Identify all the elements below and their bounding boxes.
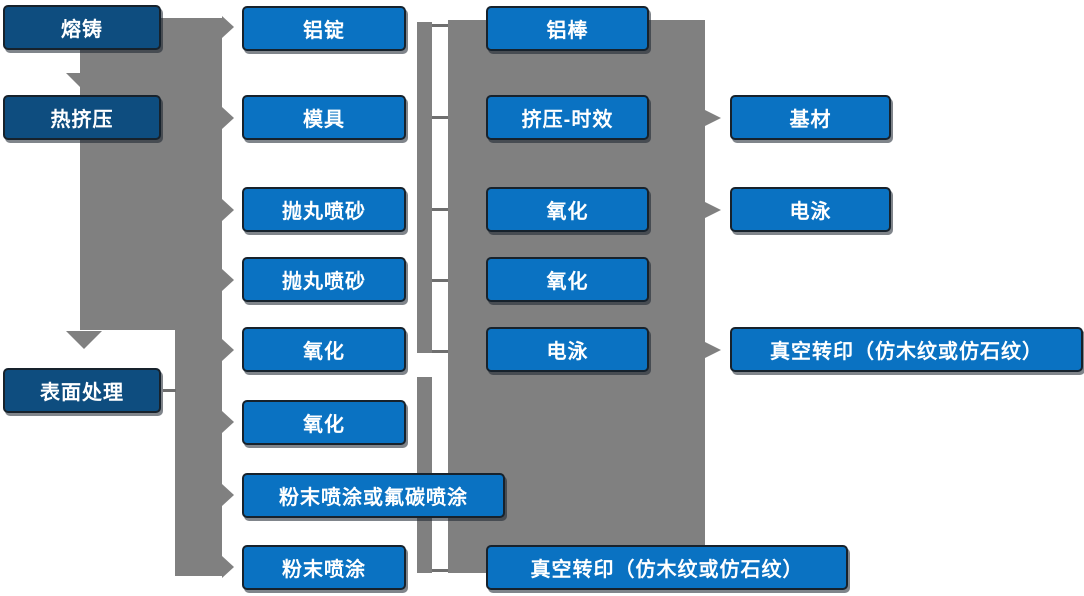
- flow-connector-line: [432, 24, 448, 27]
- flow-node-shot-blasting-2: 抛丸喷砂: [242, 257, 406, 302]
- flow-node-aluminum-rod: 铝棒: [486, 6, 649, 51]
- arrow-right-icon: [222, 411, 234, 433]
- flow-node-substrate: 基材: [730, 95, 891, 140]
- flow-node-shot-blasting-1: 抛丸喷砂: [242, 187, 406, 232]
- flow-connector-line: [432, 116, 448, 119]
- flow-connector-line: [432, 569, 448, 572]
- flow-node-oxidation-4: 氧化: [486, 257, 649, 302]
- flow-node-mold: 模具: [242, 95, 406, 140]
- flow-node-vacuum-transfer-1: 真空转印（仿木纹或仿石纹）: [486, 545, 848, 590]
- flow-connector-band: [417, 22, 432, 353]
- flow-connector-line: [163, 389, 176, 392]
- flow-node-oxidation-1: 氧化: [242, 327, 406, 372]
- arrow-right-icon: [222, 199, 234, 221]
- arrow-right-icon: [705, 342, 721, 358]
- flow-node-electrophoresis-2: 电泳: [730, 187, 891, 232]
- flow-node-powder-spraying: 粉末喷涂: [242, 545, 406, 590]
- arrow-right-icon: [222, 269, 234, 291]
- flow-connector-band: [175, 22, 222, 576]
- arrow-right-icon: [222, 16, 234, 38]
- flow-node-surface-treatment: 表面处理: [3, 368, 161, 413]
- arrow-down-icon: [66, 331, 102, 349]
- flow-node-hot-extrusion: 热挤压: [3, 95, 161, 140]
- flow-connector-line: [432, 279, 448, 282]
- arrow-right-icon: [705, 202, 721, 218]
- flow-node-oxidation-2: 氧化: [242, 400, 406, 445]
- arrow-right-icon: [222, 556, 234, 578]
- arrow-right-icon: [222, 107, 234, 129]
- flow-node-electrophoresis-1: 电泳: [486, 327, 649, 372]
- arrow-right-icon: [705, 110, 721, 126]
- arrow-right-icon: [222, 339, 234, 361]
- flow-node-vacuum-transfer-2: 真空转印（仿木纹或仿石纹）: [730, 327, 1083, 372]
- arrow-right-icon: [222, 484, 234, 506]
- flow-connector-line: [432, 350, 448, 353]
- flow-node-powder-or-fluorocarbon-spraying: 粉末喷涂或氟碳喷涂: [242, 473, 505, 518]
- flow-node-melting-casting: 熔铸: [3, 5, 161, 50]
- flow-node-extrusion-aging: 挤压-时效: [486, 95, 649, 140]
- arrow-down-icon: [66, 73, 102, 91]
- flow-node-oxidation-3: 氧化: [486, 187, 649, 232]
- flow-node-aluminum-ingot: 铝锭: [242, 6, 406, 51]
- flow-connector-line: [432, 208, 448, 211]
